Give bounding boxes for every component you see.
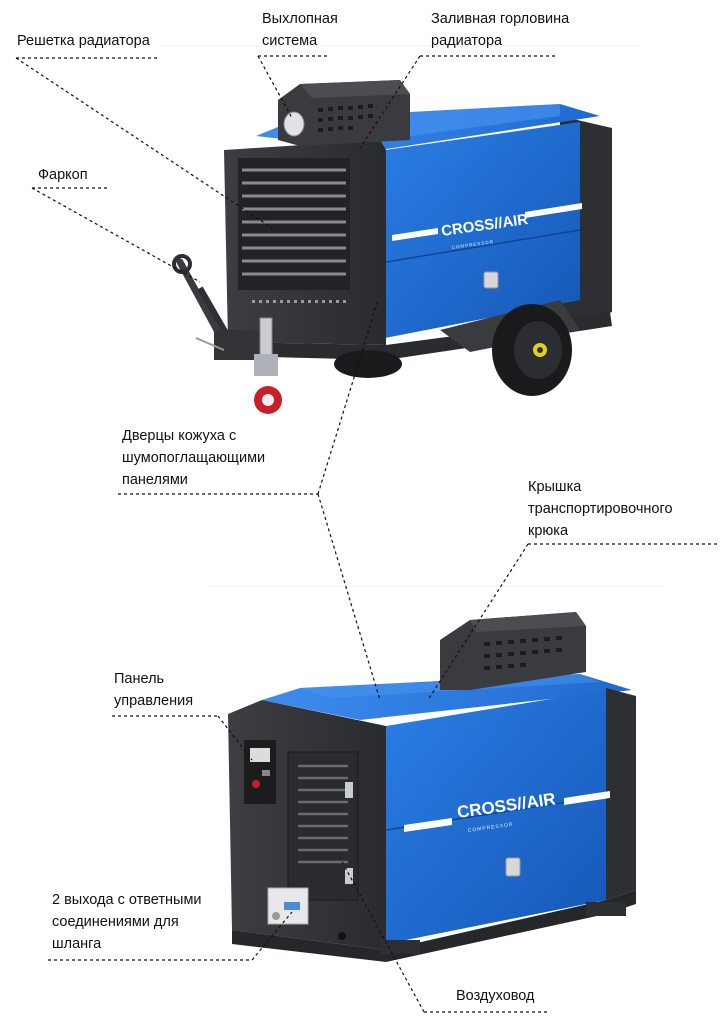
label-towbar: Фаркоп	[38, 167, 88, 183]
leader-exhaust-diag	[257, 55, 293, 119]
leader-towbar-diag	[31, 187, 201, 283]
blue-side-panel	[386, 690, 606, 944]
label-radiator-grille: Решетка радиатора	[17, 33, 150, 49]
label-control-panel: Панель управления	[114, 671, 194, 709]
compressor-rear-view: CROSS//AIR COMPRESSOR	[228, 612, 636, 962]
leader-doors-down	[317, 493, 381, 701]
compressor-front-view: CROSS//AIR COMPRESSOR	[172, 80, 612, 414]
leader-airduct-diag	[339, 857, 425, 1013]
label-hose-outlets: 2 выхода с ответными соединениями для шл…	[52, 892, 202, 952]
leader-hose-diag	[251, 911, 293, 961]
leader-hook-diag	[427, 543, 529, 701]
label-exhaust-system: Выхлопная система	[262, 11, 338, 49]
leader-filler-diag	[359, 55, 421, 149]
label-radiator-filler-neck: Заливная горловина радиатора	[431, 11, 570, 49]
label-air-duct: Воздуховод	[456, 988, 535, 1004]
leader-doors-up	[317, 299, 379, 495]
brand-subtext: COMPRESSOR	[451, 239, 494, 250]
label-casing-doors: Дверцы кожуха с шумопоглащающими панелям…	[122, 428, 266, 488]
jockey-wheel	[254, 317, 282, 414]
label-lifting-hook-cover: Крышка транспортировочного крюка	[528, 479, 673, 539]
leader-lines	[15, 55, 718, 1013]
blue-side-panel	[385, 122, 580, 338]
